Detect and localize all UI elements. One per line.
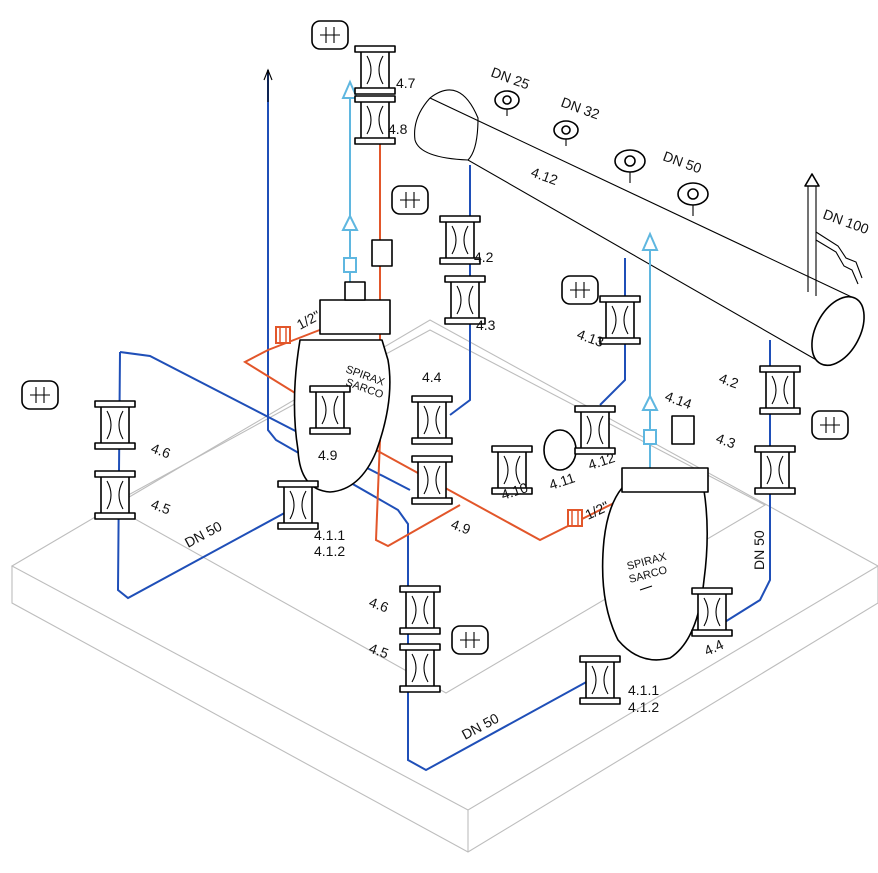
tag-4-11: 4.11 — [547, 469, 577, 492]
nozzle-label-dn25: DN 25 — [489, 64, 532, 93]
baseplate-top — [10, 319, 878, 811]
right-pump-unit: SPIRAX SARCO — [579, 415, 733, 705]
right-steam-line — [375, 449, 621, 542]
valves — [21, 20, 849, 693]
valve-actuator-4-2-left — [391, 185, 429, 215]
nozzle-label-dn32: DN 32 — [559, 94, 602, 123]
right-pump-tag-1: 4.1.1 — [628, 682, 659, 698]
right-bottom-line-size: DN 50 — [459, 710, 502, 743]
trap-4-9-upper — [411, 395, 453, 445]
tag-4-8: 4.8 — [388, 121, 408, 137]
valve-actuator-4-6-bottom — [451, 625, 489, 655]
valve-4-6-bottom — [399, 585, 441, 635]
left-pump-cover — [319, 299, 391, 335]
nozzle-dn32 — [553, 120, 579, 147]
inline-4-12 — [574, 405, 616, 455]
right-pump-body — [601, 469, 708, 661]
tag-4-6-left: 4.6 — [149, 440, 173, 462]
tag-4-2-right: 4.2 — [717, 370, 741, 392]
right-pressure-gauge — [671, 415, 695, 445]
left-vent-arrow — [341, 79, 359, 99]
valve-actuator-4-7 — [311, 20, 349, 50]
valve-actuator-4-6-left — [21, 380, 59, 410]
vent-lines — [341, 79, 659, 470]
nozzle-label-dn50: DN 50 — [661, 148, 704, 177]
left-pump-inlet-flange — [277, 480, 319, 530]
valve-4-7 — [354, 45, 396, 95]
valve-4-3-right — [754, 445, 796, 495]
valve-4-6-left — [94, 400, 136, 450]
steam-branch-down — [374, 439, 461, 548]
left-pressure-gauge — [371, 239, 393, 267]
receiver-shell — [414, 97, 859, 363]
left-side-line — [116, 351, 291, 600]
receiver-tag: 4.12 — [529, 164, 560, 188]
left-pump-tag-1: 4.1.1 — [314, 527, 345, 543]
receiver-end-cap — [811, 295, 865, 367]
tag-4-7: 4.7 — [396, 75, 416, 91]
tag-4-4-right: 4.4 — [702, 636, 727, 659]
left-pump-tag-2: 4.1.2 — [314, 543, 345, 559]
left-pump-unit: SPIRAX SARCO — [277, 239, 393, 530]
right-vent-arrow — [641, 231, 659, 251]
inline-4-11 — [543, 429, 577, 471]
tag-4-9-upper: 4.9 — [318, 447, 338, 463]
vent-head — [804, 173, 820, 187]
tag-4-4-left: 4.4 — [422, 369, 442, 385]
tag-4-2-left: 4.2 — [474, 249, 494, 265]
valve-4-13 — [599, 295, 641, 345]
left-return-line — [267, 70, 591, 772]
left-line-size: DN 50 — [182, 518, 225, 551]
right-vertical-line-size: DN 50 — [751, 530, 767, 570]
tag-4-3-right: 4.3 — [714, 430, 738, 452]
left-steam-strainer — [275, 326, 291, 344]
right-vent-strainer — [643, 429, 657, 445]
right-pump-tag-2: 4.1.2 — [628, 699, 659, 715]
tag-4-13: 4.13 — [575, 326, 606, 350]
nozzle-dn50-2 — [677, 182, 709, 217]
tag-4-5-bottom: 4.5 — [367, 640, 391, 662]
tag-4-6-bottom: 4.6 — [367, 594, 391, 616]
trap-4-9-lower — [411, 455, 453, 505]
valve-4-5-bottom — [399, 643, 441, 693]
drain-pocket — [815, 231, 863, 285]
vent-pipe-dn100 — [804, 173, 863, 296]
tag-4-3-left: 4.3 — [476, 317, 496, 333]
check-valve-4-4-left — [309, 385, 351, 435]
right-pump-inlet-flange — [579, 655, 621, 705]
valve-4-2-right — [759, 365, 801, 415]
right-pump-cover — [621, 467, 709, 493]
tag-4-9-lower: 4.9 — [449, 516, 473, 538]
valve-actuator-4-2-right — [811, 410, 849, 440]
nozzle-dn25 — [494, 90, 520, 117]
vent-pipe-label: DN 100 — [821, 206, 871, 237]
tag-4-14: 4.14 — [663, 388, 694, 412]
left-steam-size: 1/2" — [294, 307, 323, 333]
right-pump-outlet-flange — [691, 587, 733, 637]
left-vent-strainer — [343, 257, 357, 273]
valve-actuator-4-13 — [561, 275, 599, 305]
nozzle-dn50 — [614, 149, 646, 184]
tag-4-5-left: 4.5 — [149, 496, 173, 518]
right-steam-strainer — [567, 509, 583, 527]
valve-4-5-left — [94, 470, 136, 520]
baseplate-front-edges — [11, 566, 878, 853]
